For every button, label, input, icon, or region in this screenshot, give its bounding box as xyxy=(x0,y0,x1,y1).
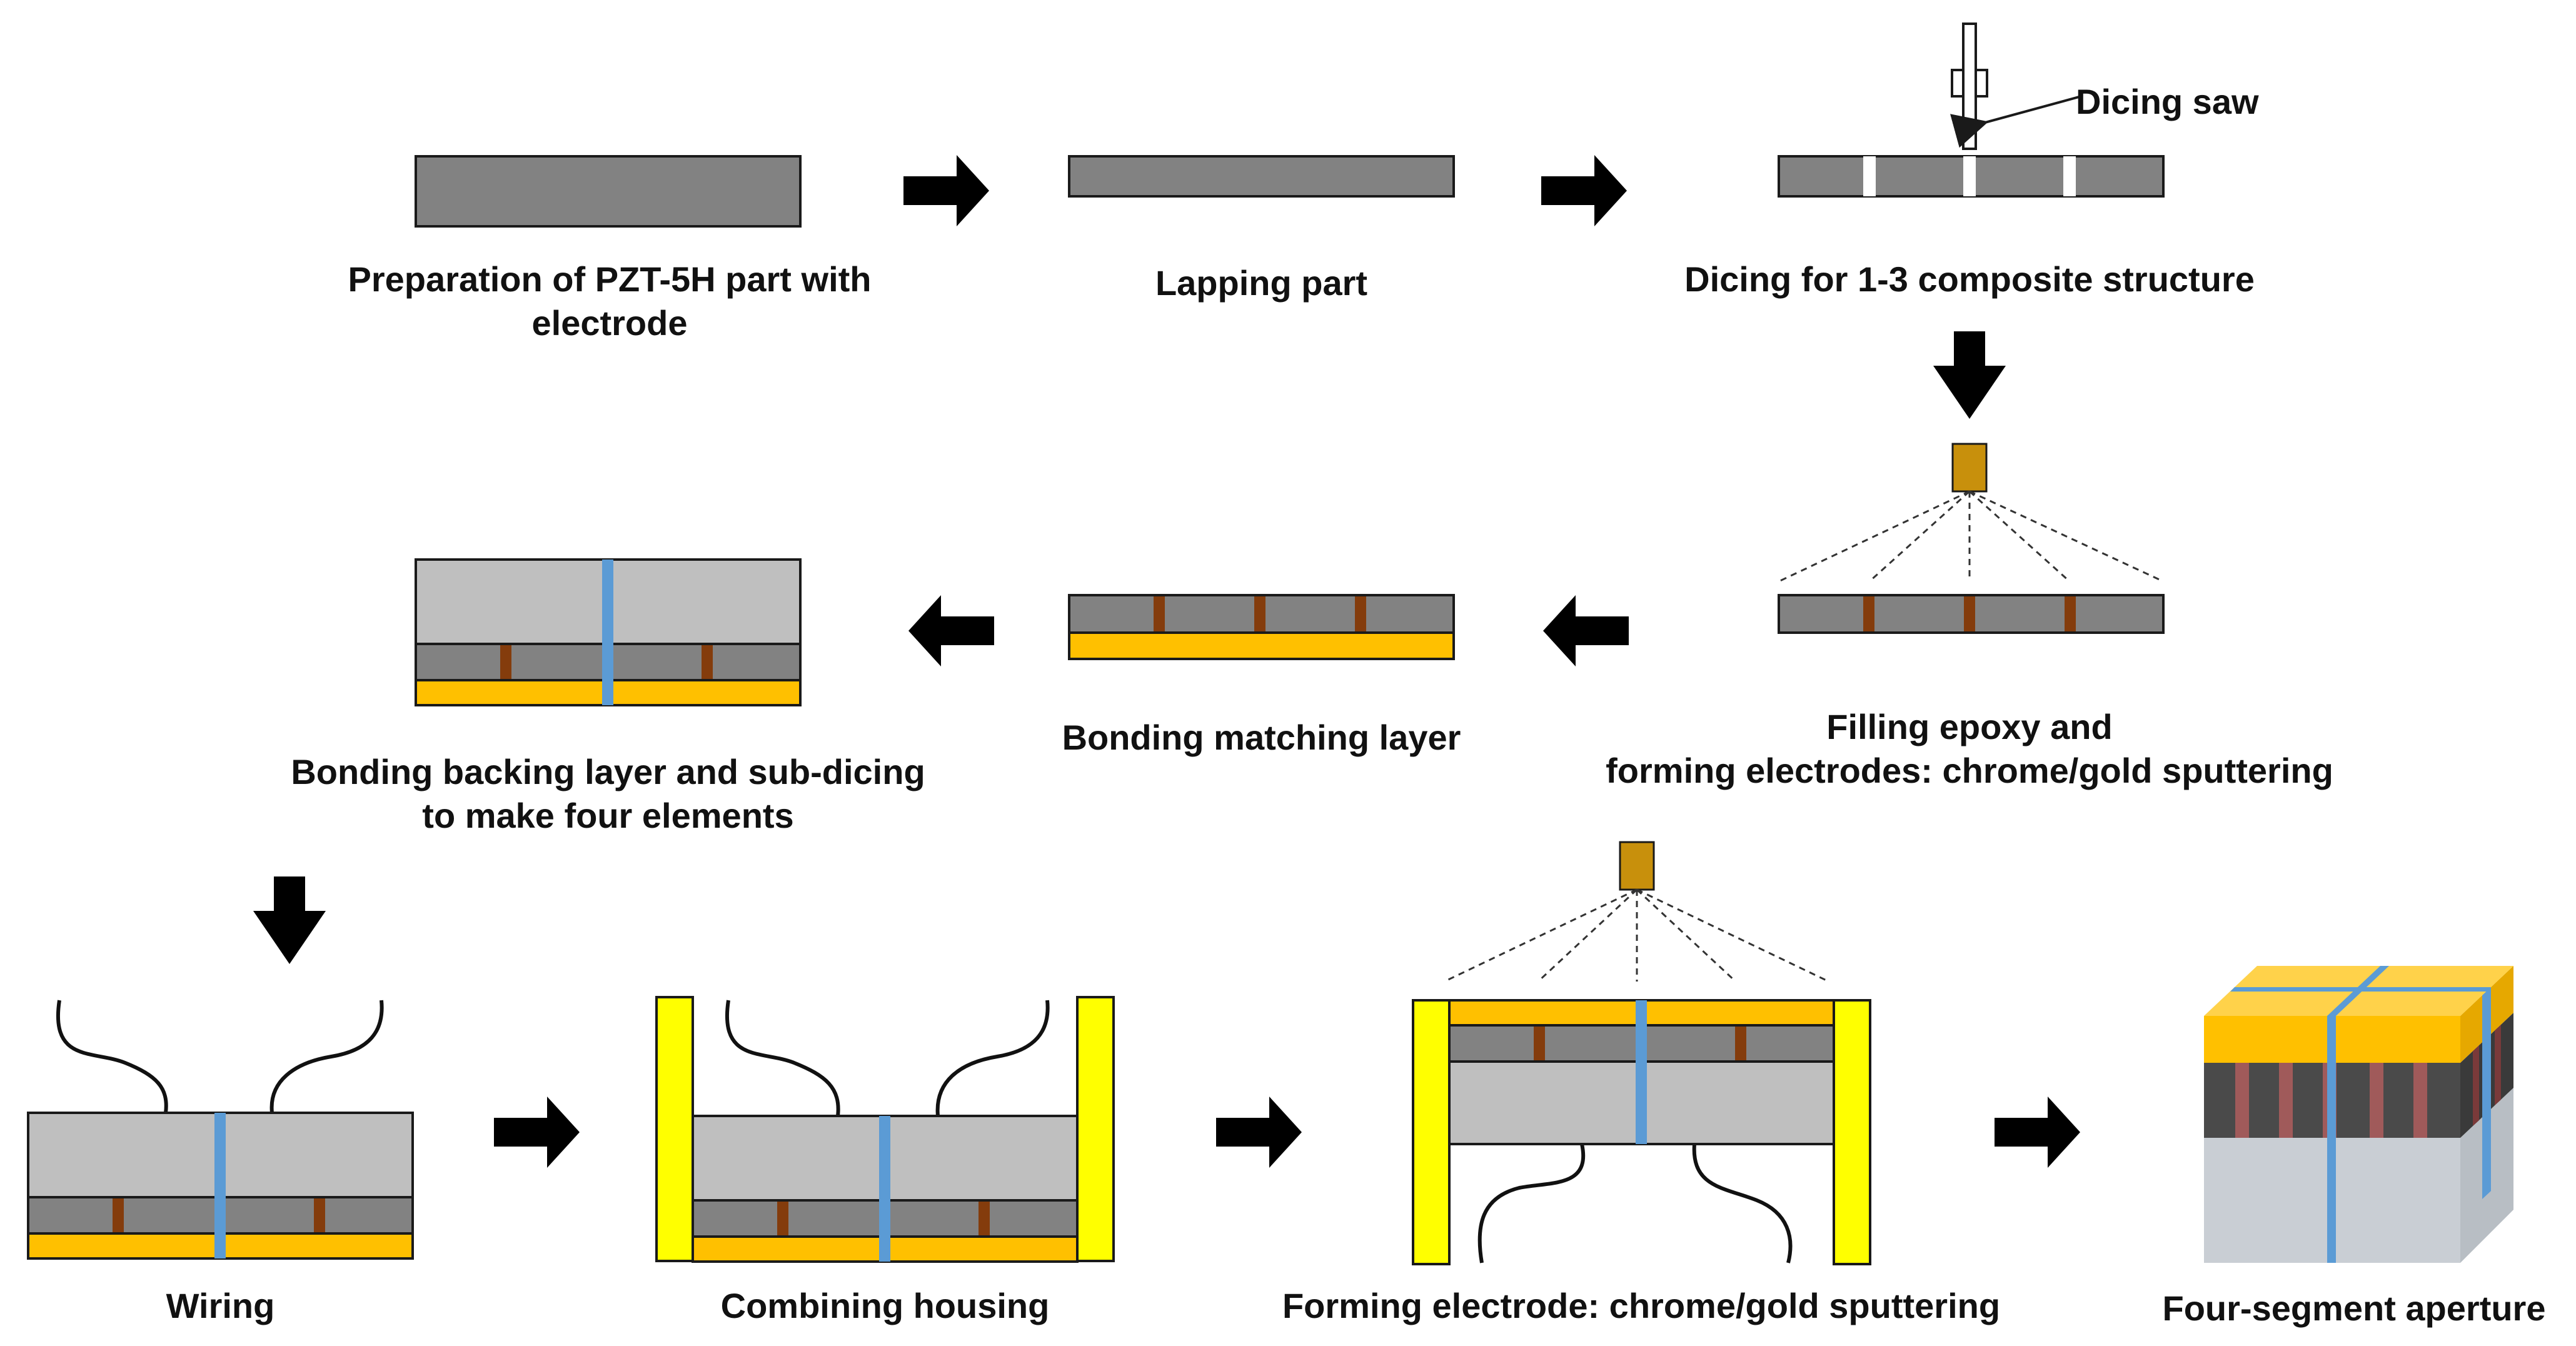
wires xyxy=(56,1000,384,1113)
process-arrow-down-2 xyxy=(253,876,326,964)
label-filling-line2: forming electrodes: chrome/gold sputteri… xyxy=(1606,751,2333,790)
label-dicing-saw: Dicing saw xyxy=(2076,82,2259,121)
label-forming: Forming electrode: chrome/gold sputterin… xyxy=(1282,1286,2001,1325)
process-arrow-right-2 xyxy=(1541,155,1627,226)
process-arrow-left-1 xyxy=(1543,595,1629,666)
diced-part xyxy=(1778,155,2165,198)
process-arrow-right-4 xyxy=(1216,1097,1302,1168)
housing-part xyxy=(655,996,1115,1263)
lapped-part xyxy=(1068,155,1455,198)
forming-part xyxy=(1412,999,1871,1265)
wiring-part xyxy=(27,1112,414,1260)
pzt-part xyxy=(415,155,802,228)
four-segment-aperture-block xyxy=(2204,966,2513,1263)
label-prep-line1: Preparation of PZT-5H part with xyxy=(348,259,872,299)
backing-layer-part xyxy=(415,558,802,706)
label-housing: Combining housing xyxy=(720,1286,1050,1325)
sputter-rays-1 xyxy=(1778,490,2164,583)
dicing-saw xyxy=(1951,23,1988,150)
label-matching: Bonding matching layer xyxy=(1062,718,1461,757)
epoxy-filled-part xyxy=(1778,594,2165,634)
label-filling-line1: Filling epoxy and xyxy=(1826,707,2113,746)
sputter-rays-2 xyxy=(1444,888,1829,983)
label-prep-line2: electrode xyxy=(531,303,688,343)
forming-wires xyxy=(1477,1143,1793,1263)
label-aperture: Four-segment aperture xyxy=(2162,1288,2546,1328)
sputter-target-2 xyxy=(1619,841,1655,891)
label-lapping: Lapping part xyxy=(1155,263,1368,303)
label-prep: Preparation of PZT-5H part with electrod… xyxy=(288,258,932,345)
dicing-saw-leader xyxy=(1950,96,2080,148)
label-backing-line2: to make four elements xyxy=(422,796,794,835)
sputter-target-1 xyxy=(1951,443,1988,493)
process-arrow-right-3 xyxy=(494,1097,580,1168)
label-wiring: Wiring xyxy=(166,1286,275,1325)
process-arrow-right-5 xyxy=(1995,1097,2080,1168)
process-arrow-right-1 xyxy=(903,155,989,226)
label-backing-line1: Bonding backing layer and sub-dicing xyxy=(291,752,925,791)
label-backing: Bonding backing layer and sub-dicing to … xyxy=(225,750,991,838)
matching-layer-part xyxy=(1068,594,1455,660)
process-arrow-down-1 xyxy=(1933,331,2006,419)
housing-wires xyxy=(725,1000,1050,1117)
label-dicing: Dicing for 1-3 composite structure xyxy=(1684,259,2255,299)
process-arrow-left-2 xyxy=(908,595,994,666)
label-filling: Filling epoxy and forming electrodes: ch… xyxy=(1563,705,2376,793)
